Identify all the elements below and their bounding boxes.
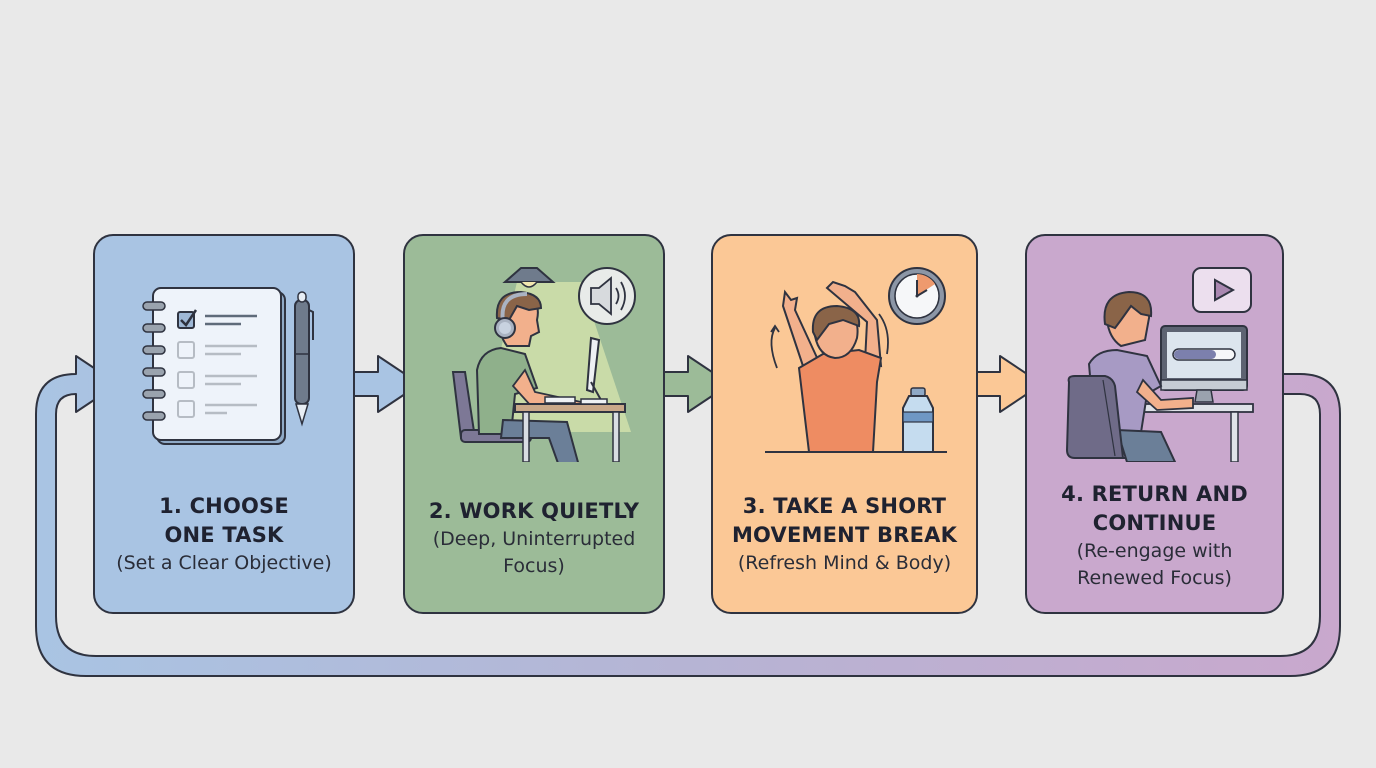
clock-icon [888, 267, 946, 325]
step-3-subtitle: (Refresh Mind & Body) [737, 552, 952, 574]
person-at-computer-icon [1065, 267, 1254, 462]
play-button-icon [1192, 267, 1252, 313]
step-card-4: 4. RETURN AND CONTINUE (Re-engage with R… [1025, 234, 1284, 614]
connector-arrow-3-4 [974, 355, 1043, 413]
connector-arrow-2-3 [661, 355, 731, 413]
step-2-subtitle-line1: (Deep, Uninterrupted [432, 528, 636, 550]
step-card-3: 3. TAKE A SHORT MOVEMENT BREAK (Refresh … [711, 234, 978, 614]
step-card-2: 2. WORK QUIETLY (Deep, Uninterrupted Foc… [403, 234, 665, 614]
step-4-title-line2: CONTINUE [1092, 511, 1217, 535]
step-3-title-line2: MOVEMENT BREAK [731, 523, 958, 547]
person-stretching-icon [765, 267, 947, 453]
connector-arrow-1-2 [351, 355, 421, 413]
lamp-icon [502, 267, 556, 288]
step-1-subtitle: (Set a Clear Objective) [116, 552, 332, 574]
person-at-desk-with-headphones-icon [451, 267, 636, 462]
step-3-title-line1: 3. TAKE A SHORT [742, 494, 947, 518]
speaker-icon [578, 267, 636, 325]
step-2-title: 2. WORK QUIETLY [428, 499, 640, 523]
step-card-1: 1. CHOOSE ONE TASK (Set a Clear Objectiv… [93, 234, 355, 614]
checklist-notebook-icon [142, 287, 314, 445]
step-2-subtitle-line2: Focus) [503, 555, 565, 577]
step-1-title-line2: ONE TASK [164, 523, 284, 547]
step-4-subtitle-line1: (Re-engage with [1076, 540, 1233, 562]
pen-icon [294, 291, 314, 427]
step-4-title-line1: 4. RETURN AND [1061, 482, 1248, 506]
step-4-subtitle-line2: Renewed Focus) [1077, 567, 1232, 589]
step-1-title-line1: 1. CHOOSE [159, 494, 289, 518]
water-bottle-icon [902, 387, 934, 453]
